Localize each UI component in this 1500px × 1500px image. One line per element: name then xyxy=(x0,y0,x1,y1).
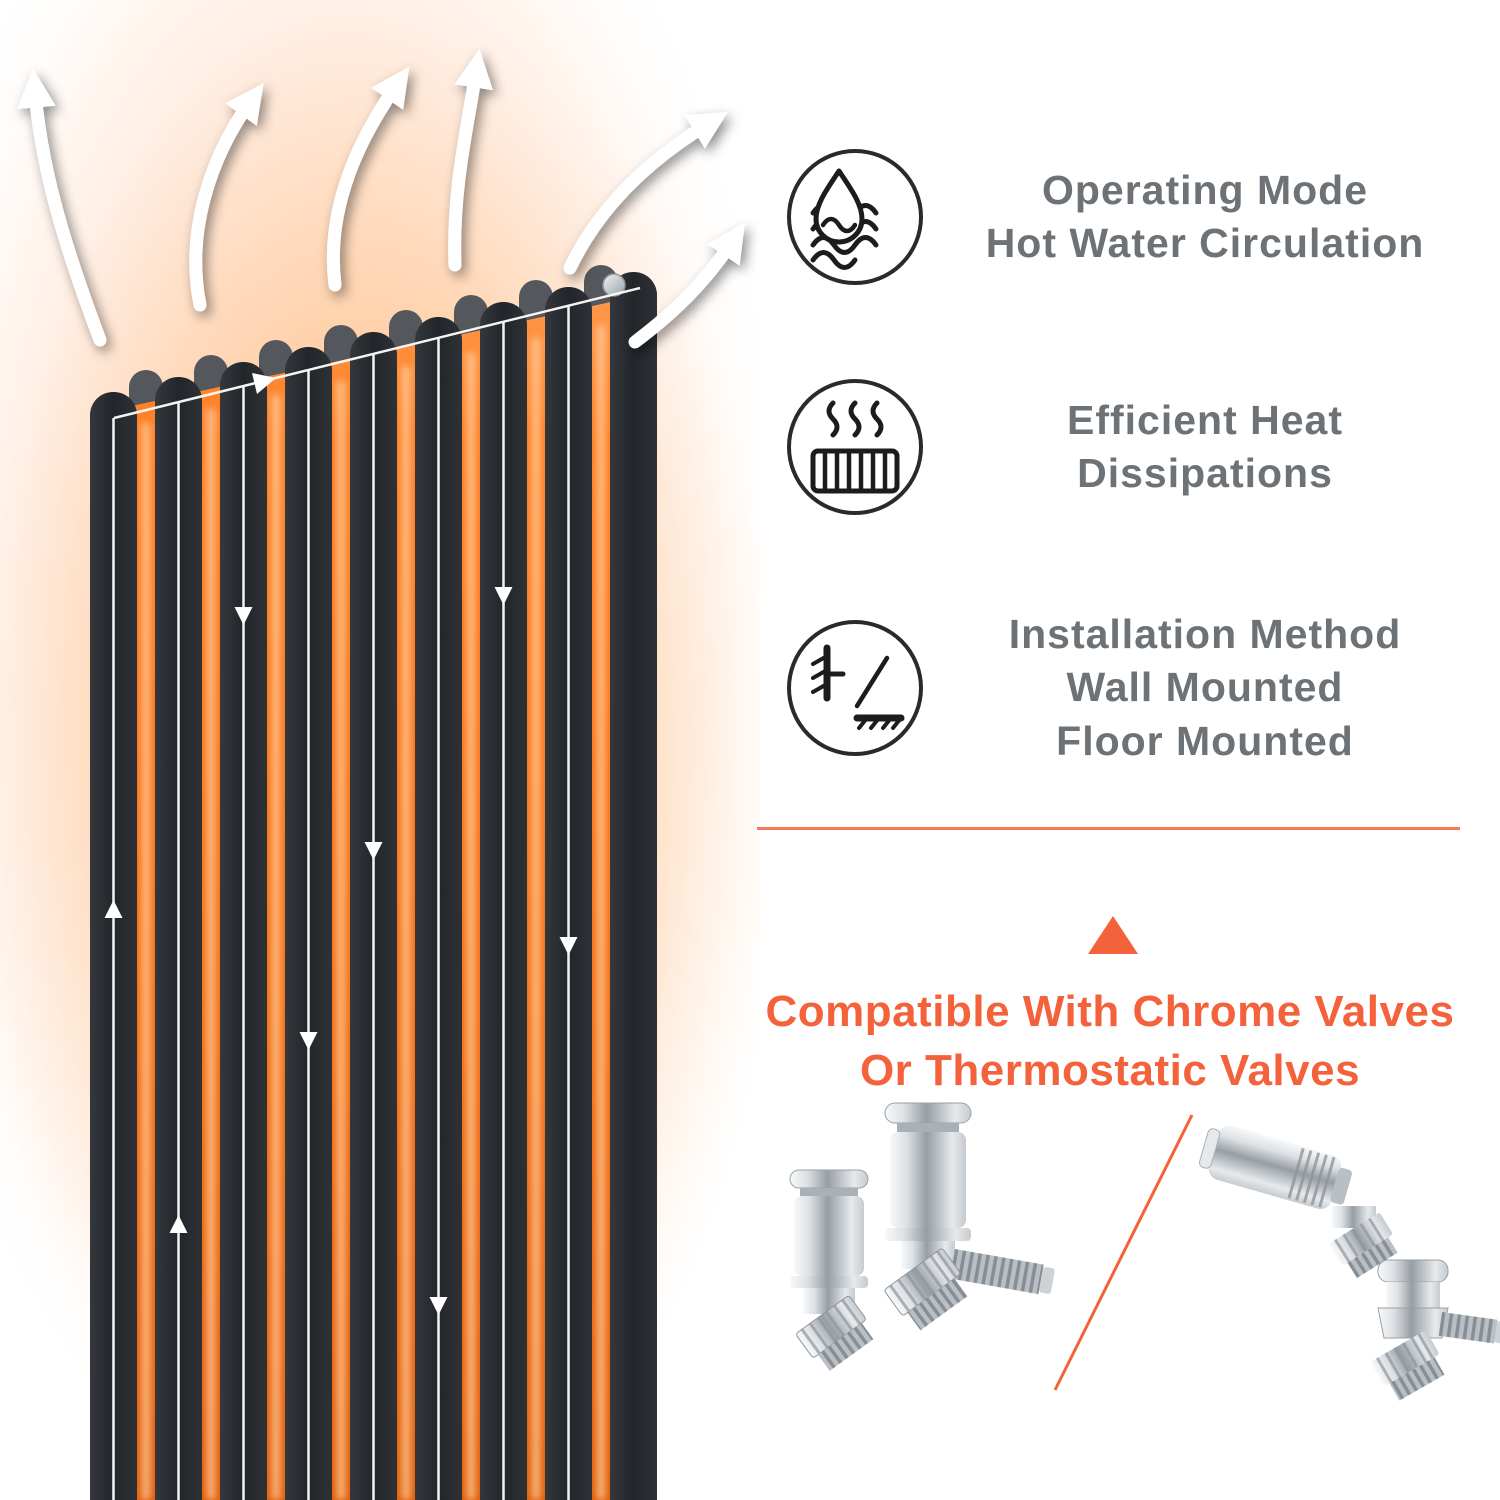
hot-water-circulation-icon xyxy=(782,144,928,290)
feature-title-line: Wall Mounted xyxy=(1066,664,1344,711)
heat-dissipation-icon xyxy=(782,374,928,520)
feature-installation-method: Installation Method Wall Mounted Floor M… xyxy=(782,598,1482,778)
feature-title-line: Operating Mode xyxy=(1041,166,1369,213)
water-flow-arrowheads xyxy=(104,373,578,1315)
feature-title-line: Floor Mounted xyxy=(1056,717,1354,764)
feature-operating-mode-text: Operating Mode Hot Water Circulation xyxy=(928,164,1482,271)
feature-installation-method-text: Installation Method Wall Mounted Floor M… xyxy=(928,608,1482,768)
feature-title-line: Hot Water Circulation xyxy=(985,220,1425,266)
feature-title-line: Dissipations xyxy=(1077,450,1333,496)
radiator-illustration xyxy=(0,0,760,1500)
section-divider xyxy=(757,827,1460,830)
bleed-plug xyxy=(602,273,626,297)
water-flow-lines xyxy=(112,286,641,1500)
diagonal-divider-line xyxy=(1053,1114,1194,1391)
compatibility-heading: Compatible With Chrome Valves Or Thermos… xyxy=(748,982,1472,1101)
rising-heat-arrows xyxy=(16,48,745,349)
feature-title-line: Efficient Heat xyxy=(1067,396,1343,443)
valves-illustration xyxy=(789,1102,1500,1401)
installation-method-icon xyxy=(782,615,928,761)
feature-heat-dissipation: Efficient Heat Dissipations xyxy=(782,372,1482,522)
compatibility-heading-line: Or Thermostatic Valves xyxy=(859,1046,1361,1096)
feature-title-line: Installation Method xyxy=(1008,611,1402,658)
feature-heat-dissipation-text: Efficient Heat Dissipations xyxy=(928,394,1482,501)
hot-gap-highlights xyxy=(142,325,605,1500)
up-triangle-marker xyxy=(1088,916,1138,954)
compatibility-heading-line: Compatible With Chrome Valves xyxy=(765,987,1455,1036)
thermostatic-valves-image xyxy=(1198,1125,1500,1401)
feature-operating-mode: Operating Mode Hot Water Circulation xyxy=(782,142,1482,292)
chrome-valves-image xyxy=(789,1102,1055,1371)
